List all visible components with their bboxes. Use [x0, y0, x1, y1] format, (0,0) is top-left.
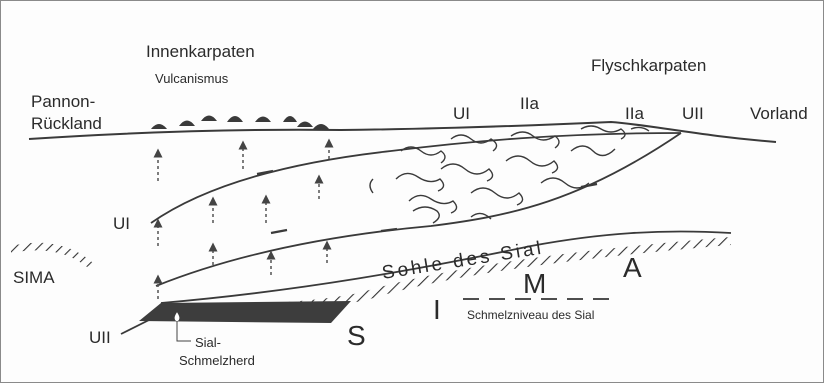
volcano-cone-icon [227, 116, 243, 122]
volcano-cone-icon [283, 116, 297, 122]
magma-chamber [139, 301, 351, 323]
label-pannon-line1: Pannon- [31, 92, 95, 111]
sima-hatch-arc [11, 243, 93, 267]
magma-callout-line [177, 321, 191, 341]
volcano-row [151, 116, 329, 130]
label-iia-left: IIa [520, 94, 539, 113]
uii-tail-line [121, 319, 151, 334]
label-vulcanismus: Vulcanismus [155, 71, 229, 86]
label-sima-s: S [347, 320, 366, 351]
label-schmelzniveau: Schmelzniveau des Sial [467, 308, 594, 322]
label-iia-right: IIa [625, 104, 644, 123]
volcano-cone-icon [313, 124, 329, 129]
label-sima-i: I [433, 294, 441, 325]
volcano-cone-icon [201, 116, 217, 122]
label-ui-left: UI [113, 214, 130, 233]
label-flyschkarpaten: Flyschkarpaten [591, 56, 706, 75]
label-sima-a: A [623, 252, 642, 283]
label-schmelzherd-line2: Schmelzherd [179, 353, 255, 368]
volcano-cone-icon [151, 124, 167, 129]
volcano-cone-icon [255, 117, 271, 123]
label-sima: SIMA [13, 268, 55, 287]
label-sima-m: M [523, 268, 546, 299]
label-uii-bottom: UII [89, 328, 111, 347]
volcano-cone-icon [297, 122, 313, 128]
label-ui-top: UI [453, 104, 470, 123]
surface-line [29, 122, 776, 142]
label-schmelzherd-line1: Sial- [195, 335, 221, 350]
volcano-cone-icon [179, 121, 195, 127]
label-pannon-line2: Rückland [31, 114, 102, 133]
label-uii-top: UII [682, 104, 704, 123]
label-innenkarpaten: Innenkarpaten [146, 42, 255, 61]
label-vorland: Vorland [750, 104, 808, 123]
flysch-folds [370, 126, 649, 223]
